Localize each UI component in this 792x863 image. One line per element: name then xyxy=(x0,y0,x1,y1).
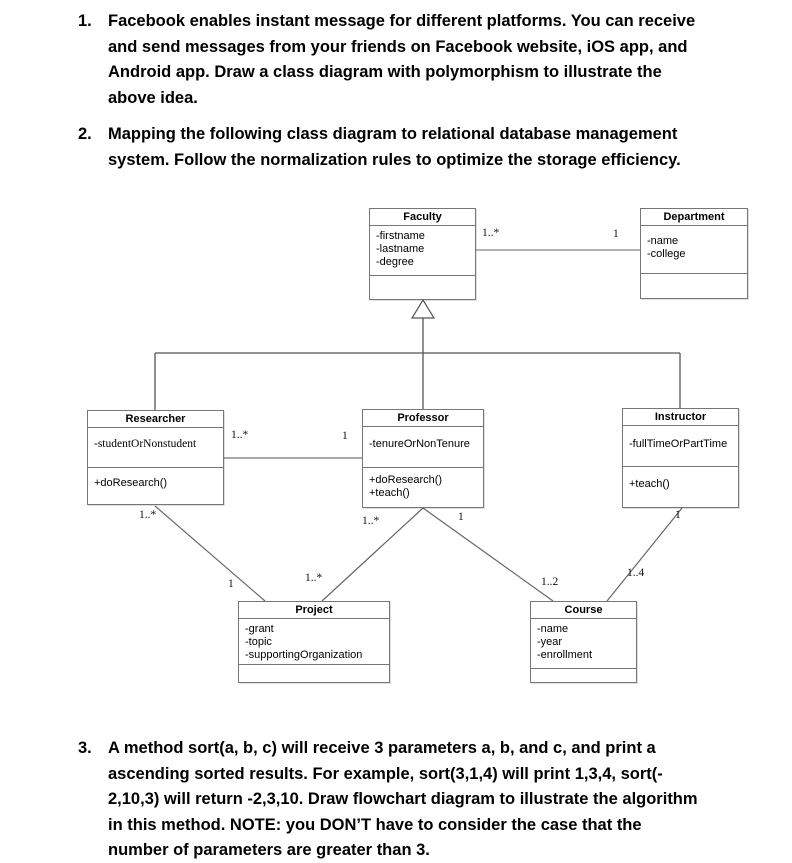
multiplicity-label: 1..4 xyxy=(627,567,645,579)
class-course-methods xyxy=(531,668,636,682)
association-instructor-course xyxy=(606,507,683,602)
class-instructor-title: Instructor xyxy=(654,411,707,423)
attribute: -name xyxy=(647,235,679,247)
class-faculty-attributes: -firstname -lastname -degree xyxy=(370,225,475,275)
attribute: -tenureOrNonTenure xyxy=(369,438,470,450)
attribute: -topic xyxy=(245,636,272,648)
class-project-title: Project xyxy=(295,604,333,616)
class-professor-title: Professor xyxy=(397,412,449,424)
generalization-triangle-icon xyxy=(410,298,436,319)
question-3-line: number of parameters are greater than 3. xyxy=(108,841,430,859)
association-professor-course xyxy=(422,507,554,602)
question-3-line: ascending sorted results. For example, s… xyxy=(108,764,663,783)
generalization-faculty xyxy=(154,298,681,410)
attribute: -studentOrNonstudent xyxy=(94,438,197,450)
question-2-line: system. Follow the normalization rules t… xyxy=(108,150,681,169)
question-2-number: 2. xyxy=(78,125,92,143)
class-project-methods xyxy=(239,664,389,682)
class-faculty-title: Faculty xyxy=(403,211,442,223)
multiplicity-label: 1..* xyxy=(231,429,249,441)
attribute: -degree xyxy=(376,256,414,268)
question-3-line: A method sort(a, b, c) will receive 3 pa… xyxy=(108,739,656,757)
multiplicity-label: 1 xyxy=(228,578,234,590)
question-1-line: Facebook enables instant message for dif… xyxy=(108,12,696,30)
association-researcher-project xyxy=(154,505,266,602)
method: +teach() xyxy=(629,478,670,490)
attribute: -lastname xyxy=(376,243,425,255)
class-instructor-attributes: -fullTimeOrPartTime xyxy=(623,425,738,466)
method: +teach() xyxy=(369,487,410,499)
attribute: -year xyxy=(537,636,563,648)
question-3-line: 2,10,3) will return -2,3,10. Draw flowch… xyxy=(108,790,698,808)
question-3-text: A method sort(a, b, c) will receive 3 pa… xyxy=(108,736,780,863)
class-instructor: Instructor -fullTimeOrPartTime +teach() xyxy=(622,408,739,508)
question-3-line: in this method. NOTE: you DON’T have to … xyxy=(108,815,642,834)
multiplicity-label: 1 xyxy=(458,511,464,523)
attribute: -grant xyxy=(245,623,274,635)
class-researcher-methods: +doResearch() xyxy=(88,467,223,504)
question-1-line: Android app. Draw a class diagram with p… xyxy=(108,63,662,81)
question-3-number: 3. xyxy=(78,739,92,757)
question-2-text: Mapping the following class diagram to r… xyxy=(108,122,780,173)
class-course-attributes: -name -year -enrollment xyxy=(531,618,636,668)
question-1-number: 1. xyxy=(78,12,92,30)
question-1-line: above idea. xyxy=(108,88,198,107)
attribute: -college xyxy=(647,248,686,260)
question-1-line: and send messages from your friends on F… xyxy=(108,37,688,56)
class-faculty-methods xyxy=(370,275,475,299)
class-department-title: Department xyxy=(663,211,725,223)
class-department: Department -name -college xyxy=(640,208,748,299)
class-faculty: Faculty -firstname -lastname -degree xyxy=(369,208,476,300)
question-1: 1. Facebook enables instant message for … xyxy=(78,9,780,111)
association-professor-project xyxy=(321,507,424,602)
class-department-methods xyxy=(641,273,747,298)
attribute: -name xyxy=(537,623,569,635)
class-researcher-title: Researcher xyxy=(125,413,186,425)
attribute: -firstname xyxy=(376,230,425,242)
class-department-attributes: -name -college xyxy=(641,225,747,273)
attribute: -fullTimeOrPartTime xyxy=(629,438,728,450)
class-project-attributes: -grant -topic -supportingOrganization xyxy=(239,618,389,664)
multiplicity-label: 1 xyxy=(613,228,619,240)
class-professor-attributes: -tenureOrNonTenure xyxy=(363,426,483,467)
class-course: Course -name -year -enrollment xyxy=(530,601,637,683)
class-project: Project -grant -topic -supportingOrganiz… xyxy=(238,601,390,683)
attribute: -supportingOrganization xyxy=(245,649,363,661)
multiplicity-label: 1..* xyxy=(362,515,380,527)
class-researcher: Researcher -studentOrNonstudent +doResea… xyxy=(87,410,224,505)
multiplicity-label: 1 xyxy=(675,509,681,521)
class-researcher-attributes: -studentOrNonstudent xyxy=(88,427,223,467)
question-2: 2. Mapping the following class diagram t… xyxy=(78,122,780,173)
multiplicity-label: 1..* xyxy=(139,509,157,521)
question-3: 3. A method sort(a, b, c) will receive 3… xyxy=(78,736,780,863)
multiplicity-label: 1 xyxy=(342,430,348,442)
method: +doResearch() xyxy=(369,474,443,486)
class-professor-methods: +doResearch() +teach() xyxy=(363,467,483,507)
method: +doResearch() xyxy=(94,477,168,489)
attribute: -enrollment xyxy=(537,649,593,661)
class-professor: Professor -tenureOrNonTenure +doResearch… xyxy=(362,409,484,508)
multiplicity-label: 1..* xyxy=(482,227,500,239)
question-2-line: Mapping the following class diagram to r… xyxy=(108,125,678,143)
class-course-title: Course xyxy=(564,604,603,616)
class-instructor-methods: +teach() xyxy=(623,466,738,507)
multiplicity-label: 1..2 xyxy=(541,576,559,588)
multiplicity-label: 1..* xyxy=(305,572,323,584)
question-1-text: Facebook enables instant message for dif… xyxy=(108,9,780,111)
